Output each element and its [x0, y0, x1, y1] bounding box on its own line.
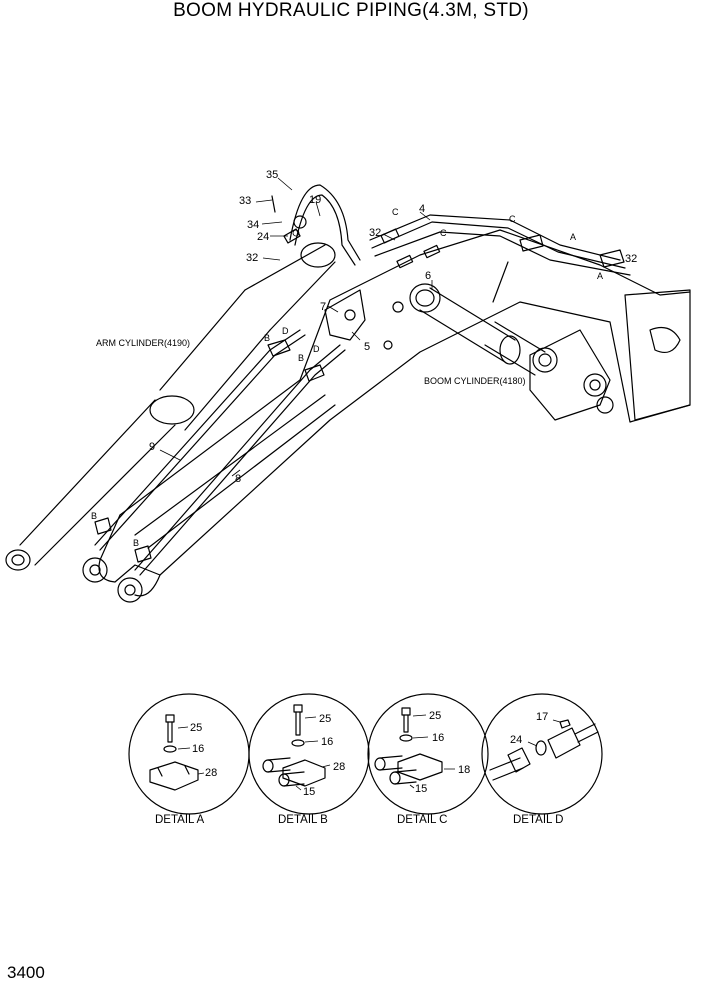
callout-9: 9	[149, 441, 155, 453]
arm-cylinder-label: ARM CYLINDER(4190)	[96, 338, 190, 348]
boom-body	[82, 229, 691, 603]
callout-24: 24	[257, 231, 269, 243]
callout-8: 8	[235, 473, 241, 485]
detail-b-part-16: 16	[321, 736, 333, 748]
page-number: 3400	[7, 963, 45, 982]
letter-c-2: C	[440, 228, 447, 238]
callout-32-left: 32	[246, 252, 258, 264]
callout-32-center: 32	[369, 227, 381, 239]
boom-cylinder	[409, 283, 546, 376]
detail-d-caption: DETAIL D	[513, 814, 563, 826]
letter-b-3: B	[91, 511, 97, 521]
callout-5: 5	[364, 341, 370, 353]
detail-d-part-24: 24	[510, 734, 522, 746]
page-title: BOOM HYDRAULIC PIPING(4.3M, STD)	[173, 0, 529, 21]
detail-c-part-25: 25	[429, 710, 441, 722]
letter-b-1: B	[264, 333, 270, 343]
leader-lines	[159, 177, 433, 477]
detail-d-part-17: 17	[536, 711, 548, 723]
letter-a-2: A	[597, 271, 603, 281]
letter-d-1: D	[282, 326, 289, 336]
detail-a: 25 16 28 DETAIL A	[128, 693, 250, 826]
detail-b-part-28: 28	[333, 761, 345, 773]
callout-35: 35	[266, 169, 278, 181]
callout-33: 33	[239, 195, 251, 207]
detail-a-part-16: 16	[192, 743, 204, 755]
main-callouts: 35 33 19 34 24 32 4 32 32 6 7 5 9 8	[149, 169, 637, 485]
callout-4: 4	[419, 203, 425, 215]
letter-c-1: C	[392, 207, 399, 217]
callout-6: 6	[425, 270, 431, 282]
letter-b-2: B	[298, 353, 304, 363]
callout-32-right: 32	[625, 253, 637, 265]
detail-letter-marks: C C C A A B D B D B B	[91, 207, 603, 548]
detail-c-part-16: 16	[432, 732, 444, 744]
detail-b-part-25: 25	[319, 713, 331, 725]
hydraulic-lines	[94, 184, 631, 576]
detail-c-caption: DETAIL C	[397, 814, 447, 826]
detail-a-part-25: 25	[190, 722, 202, 734]
letter-d-2: D	[313, 344, 320, 354]
detail-c-part-15: 15	[415, 783, 427, 795]
callout-7: 7	[320, 301, 326, 313]
callout-34: 34	[247, 219, 259, 231]
letter-a-1: A	[570, 232, 576, 242]
arm-cylinder	[5, 242, 336, 571]
detail-b-part-15: 15	[303, 786, 315, 798]
detail-c: 25 16 18 15 DETAIL C	[367, 693, 489, 826]
detail-d: 17 24 DETAIL D	[481, 693, 603, 826]
detail-b: 25 16 28 15 DETAIL B	[248, 693, 370, 826]
detail-a-caption: DETAIL A	[155, 814, 205, 826]
detail-b-caption: DETAIL B	[278, 814, 328, 826]
callout-19: 19	[309, 194, 321, 206]
detail-a-part-28: 28	[205, 767, 217, 779]
letter-c-3: C	[509, 214, 516, 224]
detail-c-part-18: 18	[458, 764, 470, 776]
letter-b-4: B	[133, 538, 139, 548]
boom-cylinder-label: BOOM CYLINDER(4180)	[424, 376, 526, 386]
